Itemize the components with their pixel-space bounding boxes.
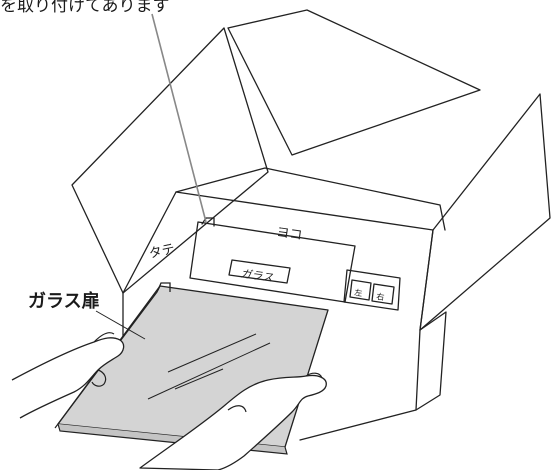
hinge-caption: を取り付けてあります [0, 0, 170, 16]
box-right-flap [420, 94, 550, 330]
inner-tray [190, 222, 355, 302]
label-left: 左 [354, 287, 363, 298]
box-inner-back [176, 168, 445, 230]
box-back-flap [228, 10, 480, 155]
glass-door-label: ガラス扉 [28, 287, 100, 313]
label-glass: ガラス [240, 267, 274, 284]
label-tate: タテ [148, 242, 177, 262]
label-right: 右 [376, 291, 385, 302]
label-yoko: ヨコ [275, 225, 303, 243]
